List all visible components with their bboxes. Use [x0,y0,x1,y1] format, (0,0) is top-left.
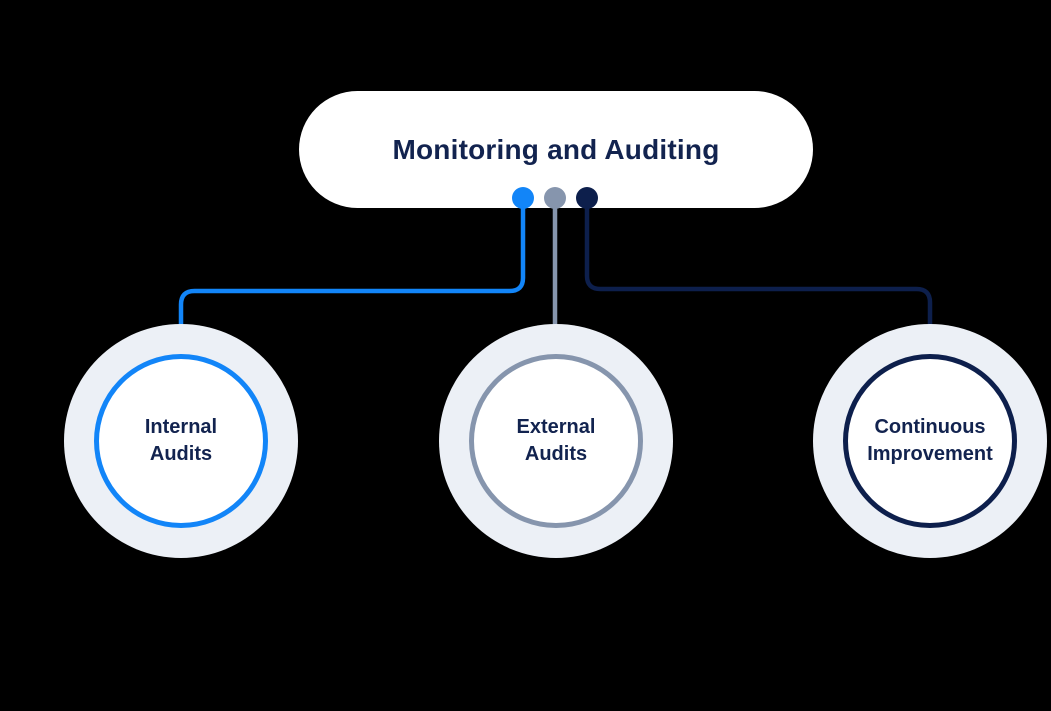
branch-label-continuous-improvement: Continuous Improvement [867,416,993,465]
branch-label-internal-audits: Internal Audits [144,416,218,465]
branch-circle-external-audits: External Audits [469,354,643,528]
connector-dot-continuous-improvement [576,187,598,209]
branch-circle-internal-audits: Internal Audits [94,354,268,528]
connector-line-internal-audits [178,198,526,357]
connector-line-continuous-improvement [584,198,933,356]
branch-circle-continuous-improvement: Continuous Improvement [843,354,1017,528]
connector-dot-internal-audits [512,187,534,209]
connector-dot-external-audits [544,187,566,209]
branch-label-external-audits: External Audits [516,416,596,465]
root-node-label: Monitoring and Auditing [392,133,720,165]
